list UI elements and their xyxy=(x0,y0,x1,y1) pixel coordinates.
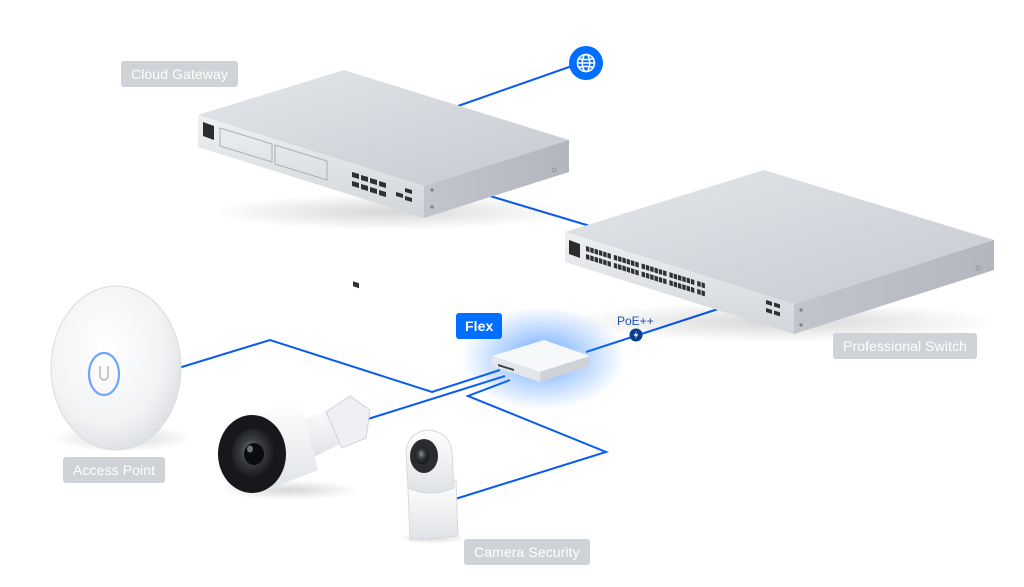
switch-port xyxy=(658,276,663,283)
switch-port xyxy=(598,258,603,265)
link-flex-access-point xyxy=(171,338,501,394)
switch-port xyxy=(603,259,607,266)
professional-switch-device xyxy=(560,170,1000,342)
switch-port xyxy=(645,272,650,279)
switch-port xyxy=(654,275,658,282)
switch-port xyxy=(678,282,682,289)
access-point-label: Access Point xyxy=(63,457,166,483)
switch-port xyxy=(650,274,654,281)
dome-camera-device xyxy=(398,429,466,544)
switch-sfp-port xyxy=(774,310,780,317)
switch-port xyxy=(678,274,682,281)
link-internet-gateway xyxy=(457,65,573,107)
switch-port xyxy=(607,260,611,267)
switch-port xyxy=(650,266,654,273)
poe-label: PoE++ xyxy=(617,314,654,328)
switch-port xyxy=(613,254,618,261)
switch-port xyxy=(618,264,622,271)
switch-port xyxy=(701,282,705,289)
switch-port xyxy=(586,254,590,261)
access-point-device xyxy=(50,285,192,452)
switch-port xyxy=(654,267,658,274)
switch-port xyxy=(607,252,611,259)
switch-port xyxy=(690,278,695,286)
switch-port xyxy=(613,262,618,269)
switch-port xyxy=(590,255,594,262)
switch-port xyxy=(663,270,667,277)
switch-port xyxy=(690,286,695,294)
switch-port xyxy=(631,268,635,275)
switch-port xyxy=(701,290,705,297)
switch-port xyxy=(626,266,631,273)
switch-ports xyxy=(586,246,780,317)
switch-port xyxy=(673,273,678,280)
globe-icon xyxy=(569,46,603,80)
switch-port xyxy=(598,250,603,257)
switch-port xyxy=(686,277,690,284)
switch-port xyxy=(697,288,701,295)
switch-port xyxy=(641,271,645,278)
switch-port xyxy=(673,281,678,288)
switch-port xyxy=(635,269,639,276)
switch-port xyxy=(635,261,639,268)
switch-sfp-port xyxy=(774,302,780,309)
switch-port xyxy=(682,276,686,283)
bullet-camera-device xyxy=(218,395,371,500)
switch-port xyxy=(641,263,645,270)
switch-port xyxy=(663,278,667,285)
switch-port xyxy=(645,264,650,271)
cloud-gateway-device xyxy=(198,70,570,289)
flex-label: Flex xyxy=(456,313,503,339)
switch-sfp-port xyxy=(766,300,772,306)
professional-switch-label: Professional Switch xyxy=(833,333,978,359)
switch-port xyxy=(686,285,690,292)
cloud-gateway-label: Cloud Gateway xyxy=(121,61,239,87)
switch-port xyxy=(631,260,635,267)
switch-port xyxy=(669,280,673,287)
switch-port xyxy=(594,248,598,255)
switch-sfp-port xyxy=(766,308,772,314)
switch-port xyxy=(626,258,631,265)
camera-security-label: Camera Security xyxy=(464,539,590,565)
switch-port xyxy=(622,265,626,272)
lightning-icon xyxy=(629,328,643,342)
gateway-ports xyxy=(352,172,412,202)
switch-port xyxy=(697,280,701,287)
switch-port xyxy=(669,272,673,279)
switch-port xyxy=(586,246,590,253)
switch-port xyxy=(603,251,607,258)
switch-port xyxy=(594,256,598,263)
u-logo xyxy=(99,366,109,381)
switch-port xyxy=(590,247,594,254)
switch-port xyxy=(658,268,663,275)
switch-port xyxy=(622,257,626,264)
switch-port xyxy=(682,284,686,291)
switch-port xyxy=(618,256,622,263)
